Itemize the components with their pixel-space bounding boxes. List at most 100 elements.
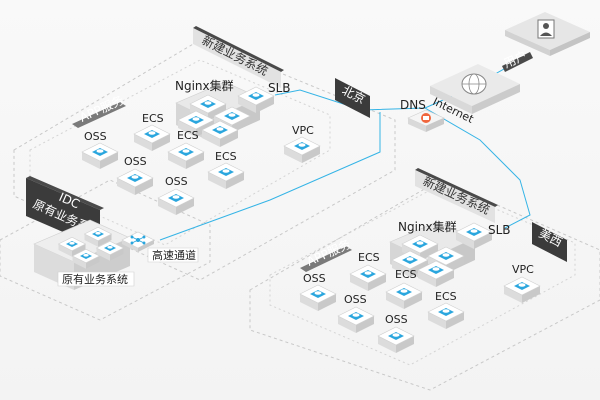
cloud-server-icon (310, 290, 326, 298)
idc-nodes (57, 226, 125, 269)
cloud-server-icon (104, 245, 116, 251)
bottom-nodes (299, 222, 541, 353)
top-oss-1-node (81, 142, 119, 169)
top-nginx-label: Nginx集群 (175, 78, 234, 93)
top-slb-label: SLB (268, 81, 291, 95)
bottom-ecs-1-label: ECS (358, 251, 380, 264)
bottom-slb-label: SLB (488, 223, 511, 237)
bottom-slb-node (455, 222, 493, 249)
top-app-tag: APP服务 (72, 92, 126, 128)
link-dns-beijing (274, 89, 426, 111)
idc-node-1 (57, 236, 87, 257)
bottom-app-tag: APP服务 (300, 236, 353, 272)
top-ecs-2-node (167, 142, 205, 169)
bottom-ecs-3-node (427, 302, 465, 329)
link-dns-usa (424, 107, 531, 229)
region-tag-beijing: 北京 (335, 78, 370, 118)
cloud-server-icon (144, 130, 160, 138)
top-vpc-node (283, 136, 321, 163)
top-oss-3-label: OSS (165, 175, 188, 188)
bottom-oss-1-label: OSS (303, 272, 326, 285)
bottom-oss-2-label: OSS (344, 293, 367, 306)
idc-system-label: 原有业务系统 (62, 272, 128, 286)
top-ecs-3-node (207, 162, 245, 189)
idc-node-4 (95, 240, 125, 261)
bottom-ecs-1-node (349, 264, 387, 291)
cloud-server-icon (348, 312, 364, 320)
cloud-server-icon (224, 112, 240, 120)
link-beijing-idc (159, 112, 381, 241)
top-app-tag-text: APP服务 (77, 92, 126, 125)
top-vpc-label: VPC (292, 124, 314, 137)
top-ecs-1-node (133, 124, 171, 151)
bottom-oss-3-label: OSS (385, 313, 408, 326)
cloud-server-icon (396, 288, 412, 296)
cloud-server-icon (212, 126, 228, 134)
bottom-block-title-text: 新建业务系统 (421, 173, 493, 217)
cloud-server-icon (388, 332, 404, 340)
bottom-ecs-2-node (385, 282, 423, 309)
cloud-server-icon (438, 308, 454, 316)
top-ecs-1-label: ECS (142, 112, 164, 125)
cloud-server-icon (428, 266, 444, 274)
top-oss-3-node (157, 188, 195, 215)
cloud-server-icon (402, 256, 418, 264)
top-nodes (81, 86, 321, 215)
express-channel: 高速通道 (121, 231, 199, 263)
top-oss-1-label: OSS (84, 130, 107, 143)
globe-icon (461, 73, 487, 95)
bottom-nginx-node-3 (391, 250, 429, 277)
region-outline-idc (0, 179, 211, 321)
cloud-server-icon (200, 100, 216, 108)
bottom-ecs-3-label: ECS (435, 290, 457, 303)
bottom-nginx-label: Nginx集群 (398, 219, 457, 234)
cloud-server-icon (66, 241, 78, 247)
bottom-oss-1-node (299, 284, 337, 311)
idc-node-3 (71, 248, 101, 269)
cloud-server-icon (168, 194, 184, 202)
network-hub-icon (130, 235, 146, 245)
bottom-app-tag-text: APP服务 (304, 236, 353, 269)
cloud-server-icon (127, 174, 143, 182)
top-oss-2-label: OSS (124, 155, 147, 168)
cloud-server-icon (514, 282, 530, 290)
bottom-ecs-2-label: ECS (395, 268, 417, 281)
dns-label: DNS (400, 98, 426, 112)
region-outline-bottom (249, 179, 600, 391)
cloud-server-icon (412, 240, 428, 248)
cloud-server-icon (248, 92, 264, 100)
user-label: 用户 (501, 47, 529, 70)
cloud-server-icon (218, 168, 234, 176)
cloud-server-icon (466, 228, 482, 236)
cloud-server-icon (178, 148, 194, 156)
bottom-oss-3-node (377, 326, 415, 353)
top-block-title-text: 新建业务系统 (200, 32, 271, 78)
top-ecs-3-label: ECS (215, 150, 237, 163)
bottom-vpc-node (503, 276, 541, 303)
bottom-vpc-label: VPC (512, 263, 534, 276)
top-oss-2-node (116, 168, 154, 195)
internet-platform: Internet (430, 64, 520, 126)
top-slb-node (237, 86, 275, 113)
cloud-server-icon (92, 231, 104, 237)
top-nginx-node-4 (201, 120, 239, 147)
cloud-server-icon (294, 142, 310, 150)
cloud-server-icon (188, 116, 204, 124)
dns-icon (421, 113, 431, 123)
bottom-block-title: 新建业务系统 (415, 168, 498, 223)
cloud-server-icon (360, 270, 376, 278)
channel-label: 高速通道 (152, 248, 196, 262)
top-ecs-2-label: ECS (177, 129, 199, 142)
idc-node-2 (83, 226, 113, 247)
dns-node: DNS (400, 98, 445, 132)
cloud-server-icon (92, 148, 108, 156)
cloud-server-icon (80, 253, 92, 259)
user-avatar-icon (537, 19, 555, 39)
region-tag-usa: 美西 (532, 222, 567, 262)
bottom-nginx-node-4 (417, 260, 455, 287)
cloud-server-icon (438, 252, 454, 260)
top-nginx-node-3 (177, 110, 215, 137)
idc-system-label-box: 原有业务系统 (57, 271, 135, 287)
